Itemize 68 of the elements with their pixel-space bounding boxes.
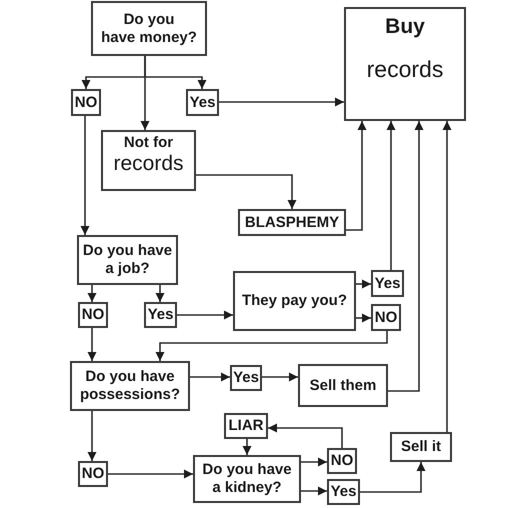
answer-box	[186, 89, 219, 116]
arrow	[88, 285, 96, 302]
arrow	[442, 121, 452, 432]
answer-text: NO	[82, 306, 104, 324]
answer-text: Yes	[330, 483, 356, 501]
arrow	[356, 314, 371, 322]
answer-box	[71, 89, 101, 116]
answer-text: Yes	[233, 369, 259, 387]
answer-box	[371, 304, 401, 331]
arrow	[88, 411, 96, 461]
arrow	[301, 458, 327, 466]
body-text: records	[113, 152, 184, 176]
heading-text: Buy	[385, 15, 425, 39]
question-box	[193, 455, 301, 503]
heading-text: Not for	[124, 134, 174, 152]
answer-text: NO	[330, 452, 354, 470]
question-text: Do you have money?	[101, 10, 197, 46]
answer-box	[230, 365, 262, 391]
answer-box	[371, 270, 404, 297]
answer-text: NO	[82, 465, 104, 483]
answer-box	[78, 302, 108, 328]
arrow	[88, 328, 96, 361]
outcome-text: Sell them	[310, 376, 376, 394]
question-box	[233, 271, 356, 331]
arrow	[360, 462, 426, 493]
arrow	[140, 56, 150, 130]
arrow	[388, 121, 424, 392]
arrow	[242, 439, 252, 455]
answer-text: NO	[74, 94, 98, 112]
arrow	[386, 121, 396, 270]
question-text: They pay you?	[242, 292, 348, 310]
arrow	[80, 116, 90, 235]
arrow	[219, 98, 344, 106]
arrow	[156, 285, 164, 302]
outcome-text: BLASPHEMY	[244, 214, 340, 232]
outcome-box	[298, 364, 388, 407]
question-box	[91, 1, 207, 56]
outcome-box	[101, 130, 196, 191]
body-text: records	[366, 55, 444, 83]
question-text: Do you have a kidney?	[202, 461, 292, 497]
outcome-box	[344, 7, 466, 121]
arrow	[356, 280, 371, 288]
question-text: Do you have possessions?	[80, 368, 180, 404]
answer-box	[327, 479, 360, 505]
question-box	[77, 235, 178, 285]
arrow	[262, 372, 298, 382]
arrow	[301, 486, 327, 496]
question-box	[70, 361, 190, 411]
answer-text: Yes	[190, 94, 216, 112]
arrow	[346, 121, 366, 231]
answer-text: NO	[374, 308, 398, 326]
arrow	[196, 174, 296, 209]
answer-box	[144, 302, 177, 328]
arrow	[190, 372, 230, 382]
outcome-text: LIAR	[228, 417, 264, 435]
arrow	[268, 424, 343, 448]
outcome-text: Sell it	[400, 438, 441, 456]
answer-text: Yes	[148, 306, 174, 324]
question-text: Do you have a job?	[82, 242, 172, 278]
outcome-box	[390, 432, 452, 462]
arrow	[177, 310, 233, 320]
outcome-box	[238, 209, 346, 236]
answer-box	[327, 448, 357, 474]
arrow	[108, 470, 193, 478]
arrow	[156, 331, 388, 361]
outcome-box	[224, 413, 268, 439]
answer-box	[78, 461, 108, 487]
answer-text: Yes	[374, 274, 400, 292]
